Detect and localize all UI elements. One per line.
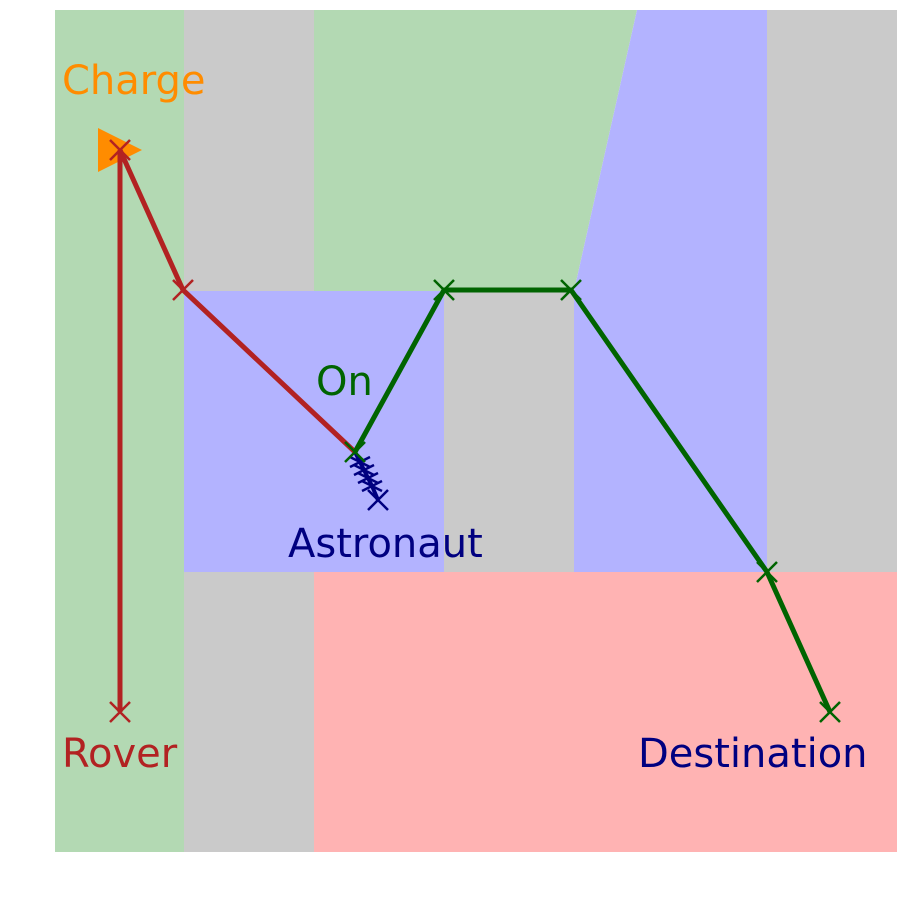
on-marker-start	[344, 441, 366, 463]
terrain-blue-right	[574, 10, 767, 572]
terrain-gray-right	[767, 10, 897, 572]
on-path-markers	[344, 279, 841, 723]
rover-marker-charge	[109, 139, 131, 161]
rover-marker-mid	[172, 279, 194, 301]
on-marker-end	[819, 701, 841, 723]
astronaut-path	[349, 451, 389, 511]
astronaut-marker-end	[367, 489, 389, 511]
on-label: On	[316, 359, 373, 405]
on-path	[344, 279, 841, 723]
astronaut-marker-1	[349, 455, 371, 469]
destination-label: Destination	[638, 731, 868, 777]
charge-label: Charge	[62, 58, 206, 104]
rover-label: Rover	[62, 731, 178, 777]
on-marker-4	[756, 561, 778, 583]
rover-path-line	[117, 148, 357, 712]
terrain-green-top	[314, 10, 637, 291]
terrain-map	[55, 10, 897, 852]
astronaut-marker-3	[357, 471, 379, 485]
rover-path	[109, 139, 357, 723]
rover-marker-start	[109, 701, 131, 723]
terrain-red-bottom	[314, 572, 897, 852]
terrain-gray-center	[444, 291, 574, 572]
astronaut-marker-2	[353, 463, 375, 477]
astronaut-marker-4	[361, 479, 383, 493]
on-marker-3	[560, 279, 582, 301]
rover-path-markers	[109, 139, 194, 723]
terrain-blue-center	[184, 291, 444, 572]
on-marker-2	[433, 279, 455, 301]
astronaut-label: Astronaut	[288, 521, 483, 567]
